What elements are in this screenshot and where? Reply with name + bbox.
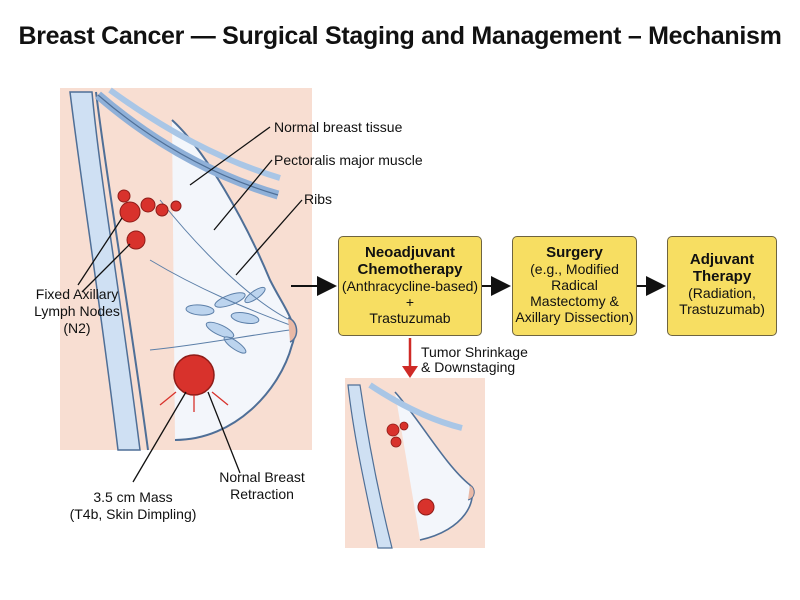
tumor-mass-small (417, 498, 435, 516)
step-surgery: Surgery (e.g., Modified Radical Mastecto… (512, 236, 637, 336)
step-title: Surgery (546, 244, 603, 261)
label-retraction: Nornal Breast Retraction (219, 469, 305, 502)
breast-cross-section-large (60, 87, 312, 451)
step-detail: (e.g., Modified Radical Mastectomy & Axi… (515, 261, 634, 325)
leader-lines (77, 126, 303, 483)
label-lymph-nodes: Fixed Axillary Lymph Nodes (N2) (34, 286, 120, 336)
label-normal-breast-tissue: Normal breast tissue (274, 119, 403, 135)
step-title: Adjuvant Therapy (689, 251, 755, 285)
page-title: Breast Cancer — Surgical Staging and Man… (18, 22, 782, 50)
step-neoadjuvant-chemotherapy: Neoadjuvant Chemotherapy (Anthracycline-… (338, 236, 482, 336)
step-detail: (Radiation, Trastuzumab) (679, 285, 765, 317)
step-detail: (Anthracycline-based) + Trastuzumab (341, 278, 479, 326)
label-ribs: Ribs (304, 191, 333, 207)
step-adjuvant-therapy: Adjuvant Therapy (Radiation, Trastuzumab… (667, 236, 777, 336)
tumor-mass-large (173, 354, 215, 396)
label-mass: 3.5 cm Mass (T4b, Skin Dimpling) (69, 489, 197, 522)
lymph-nodes-large (117, 189, 182, 250)
label-tumor-shrinkage: Tumor Shrinkage & Downstaging (421, 344, 528, 375)
breast-cross-section-small (345, 378, 485, 549)
downstaging-arrow (402, 338, 418, 378)
label-pectoralis-major: Pectoralis major muscle (274, 152, 423, 168)
step-title: Neoadjuvant Chemotherapy (357, 244, 463, 278)
